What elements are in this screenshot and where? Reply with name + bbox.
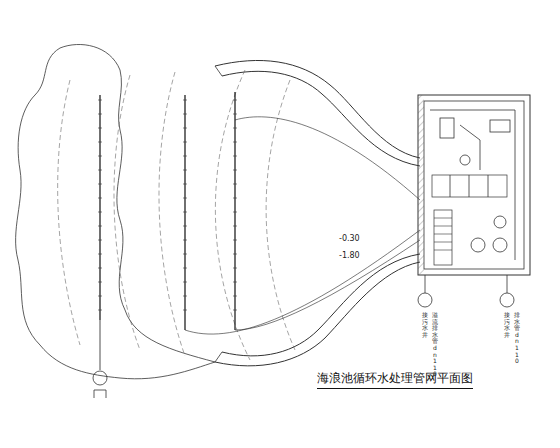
pipe-tick — [98, 212, 102, 213]
pipe-tick — [98, 198, 102, 199]
pipe-tick — [98, 226, 102, 227]
pipe-tick — [233, 240, 237, 241]
pipe-tick — [98, 142, 102, 143]
pipe-tick — [183, 198, 187, 199]
pipe-tick — [98, 156, 102, 157]
pipe-tick — [183, 114, 187, 115]
pipe-tick — [183, 184, 187, 185]
pipe-tick — [183, 100, 187, 101]
pipe-tick — [233, 310, 237, 311]
pipe-tick — [233, 212, 237, 213]
drawing-title: 海浪池循环水处理管网平面图 — [317, 370, 473, 389]
pipe-tick — [233, 184, 237, 185]
pipe-tick — [233, 128, 237, 129]
pipe-tick — [233, 142, 237, 143]
pipe-tick — [98, 254, 102, 255]
pipe-tick — [183, 310, 187, 311]
outlet-note: 排水管dn110 — [514, 312, 520, 365]
pipe-tick — [233, 170, 237, 171]
pipe-tick — [98, 114, 102, 115]
pipe-tick — [183, 128, 187, 129]
pipe-tick — [183, 240, 187, 241]
pipe-tick — [183, 170, 187, 171]
pipe-tick — [183, 268, 187, 269]
pipe-tick — [183, 142, 187, 143]
pipe-tick — [183, 226, 187, 227]
pipe-tick — [183, 296, 187, 297]
pipe-tick — [183, 212, 187, 213]
pipe-tick — [98, 268, 102, 269]
pipe-tick — [98, 128, 102, 129]
outlet-note: 接污水井 — [504, 312, 510, 338]
pipe-tick — [98, 282, 102, 283]
pipe-tick — [183, 156, 187, 157]
pipe-tick — [233, 296, 237, 297]
pipe-tick — [233, 268, 237, 269]
outlet-note: 接污水井 — [422, 312, 428, 338]
pipe-tick — [233, 100, 237, 101]
outlet-note: 溢流排水管dn110 — [432, 312, 438, 378]
pipe-tick — [233, 114, 237, 115]
pipe-tick — [98, 296, 102, 297]
pipe-tick — [98, 310, 102, 311]
pipe-tick — [233, 156, 237, 157]
pipe-tick — [98, 184, 102, 185]
pipe-tick — [233, 198, 237, 199]
pipe-tick — [233, 254, 237, 255]
pipe-tick — [98, 240, 102, 241]
pipe-tick — [98, 170, 102, 171]
pipe-tick — [233, 226, 237, 227]
pipe-tick — [183, 254, 187, 255]
pipe-tick — [233, 282, 237, 283]
elevation-label: -1.80 — [338, 251, 361, 260]
elevation-label: -0.30 — [338, 234, 361, 243]
pipe-tick — [183, 282, 187, 283]
pipe-tick — [98, 100, 102, 101]
